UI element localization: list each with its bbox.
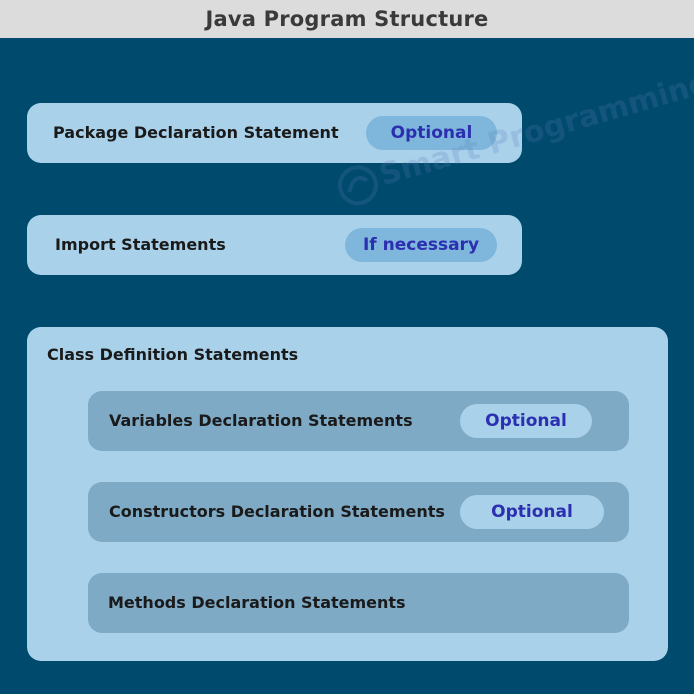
class-definition-label: Class Definition Statements — [47, 345, 299, 364]
package-declaration-label: Package Declaration Statement — [53, 123, 339, 142]
constructors-optional-badge: Optional — [460, 495, 604, 529]
class-definition-card: Class Definition Statements Variables De… — [27, 327, 668, 661]
import-if-necessary-badge: If necessary — [345, 228, 497, 262]
constructors-declaration-label: Constructors Declaration Statements — [109, 502, 445, 521]
methods-declaration-label: Methods Declaration Statements — [108, 593, 406, 612]
smart-programming-logo-icon — [337, 165, 378, 206]
package-declaration-card: Package Declaration Statement Optional — [27, 103, 522, 163]
variables-declaration-card: Variables Declaration Statements Optiona… — [88, 391, 629, 451]
methods-declaration-card: Methods Declaration Statements — [88, 573, 629, 633]
constructors-declaration-card: Constructors Declaration Statements Opti… — [88, 482, 629, 542]
variables-declaration-label: Variables Declaration Statements — [109, 411, 413, 430]
title-bar: Java Program Structure — [0, 0, 694, 38]
import-statements-label: Import Statements — [55, 235, 226, 254]
package-optional-badge: Optional — [366, 116, 497, 150]
diagram-title: Java Program Structure — [205, 7, 489, 31]
import-statements-card: Import Statements If necessary — [27, 215, 522, 275]
variables-optional-badge: Optional — [460, 404, 592, 438]
